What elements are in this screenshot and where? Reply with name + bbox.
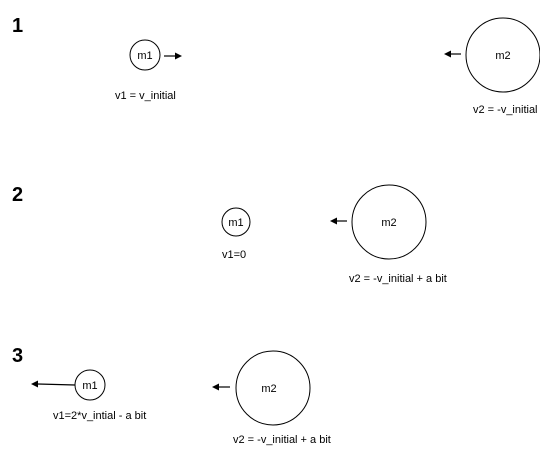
step-1: 1 m1 v1 = v_initial m2 v2 = -v_initial [12,15,540,116]
step-number: 3 [12,345,23,367]
ball-circle [465,17,540,93]
ball-label: m2 [495,50,510,62]
ball-label: m2 [261,383,276,395]
velocity-label: v2 = -v_initial + a bit [233,434,331,446]
ball-circle [351,184,427,260]
ball-m2: m2 [235,350,311,426]
ball-circle [129,39,161,71]
velocity-arrow-left-icon [444,50,461,58]
ball-m2: m2 [465,17,540,93]
ball-m2: m2 [351,184,427,260]
velocity-label: v2 = -v_initial [473,104,538,116]
ball-label: m1 [82,380,97,392]
ball-m1: m1 [129,39,161,71]
ball-label: m1 [137,50,152,62]
velocity-label: v2 = -v_initial + a bit [349,273,447,285]
step-2: 2 m1 v1=0 m2 v2 = -v_initial + a bit [12,184,447,285]
velocity-label: v1=0 [222,249,246,261]
step-number: 2 [12,184,23,206]
velocity-label: v1=2*v_intial - a bit [53,410,146,422]
ball-label: m1 [228,217,243,229]
step-3: 3 m1 v1=2*v_intial - a bit m2 v2 = -v_in… [12,345,331,446]
ball-circle [235,350,311,426]
ball-label: m2 [381,217,396,229]
velocity-arrow-right-icon [164,52,182,60]
velocity-arrow-left-icon [212,383,230,391]
step-number: 1 [12,15,23,37]
ball-circle [221,207,251,237]
velocity-arrow-left-icon [330,217,347,225]
ball-m1: m1 [221,207,251,237]
velocity-label: v1 = v_initial [115,90,176,102]
ball-m1: m1 [74,369,106,401]
velocity-arrow-left-long-icon [31,380,76,388]
